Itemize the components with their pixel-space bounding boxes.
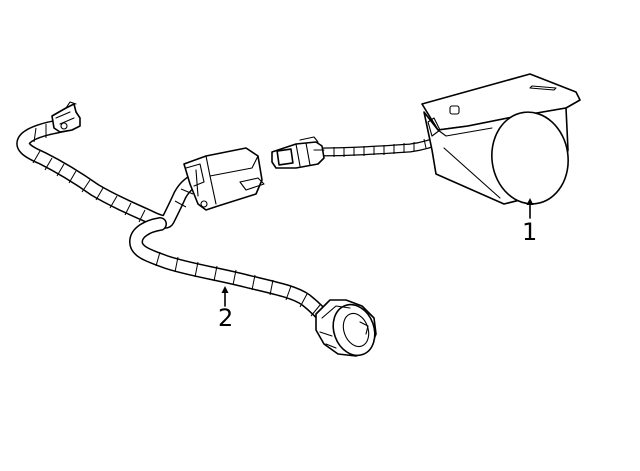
pigtail-connector [271,136,325,169]
camera-assembly [271,73,581,219]
harness-tape-bands [32,124,321,317]
wiring-harness [16,101,377,357]
harness-mid-connector [183,147,265,211]
callout-2-leader [221,286,229,307]
callout-1-label: 1 [522,218,537,246]
callout-1-leader [526,198,534,219]
harness-round-connector [315,299,377,357]
harness-end-clip [51,101,81,133]
camera-housing [421,73,581,205]
callout-2-label: 2 [218,304,233,332]
